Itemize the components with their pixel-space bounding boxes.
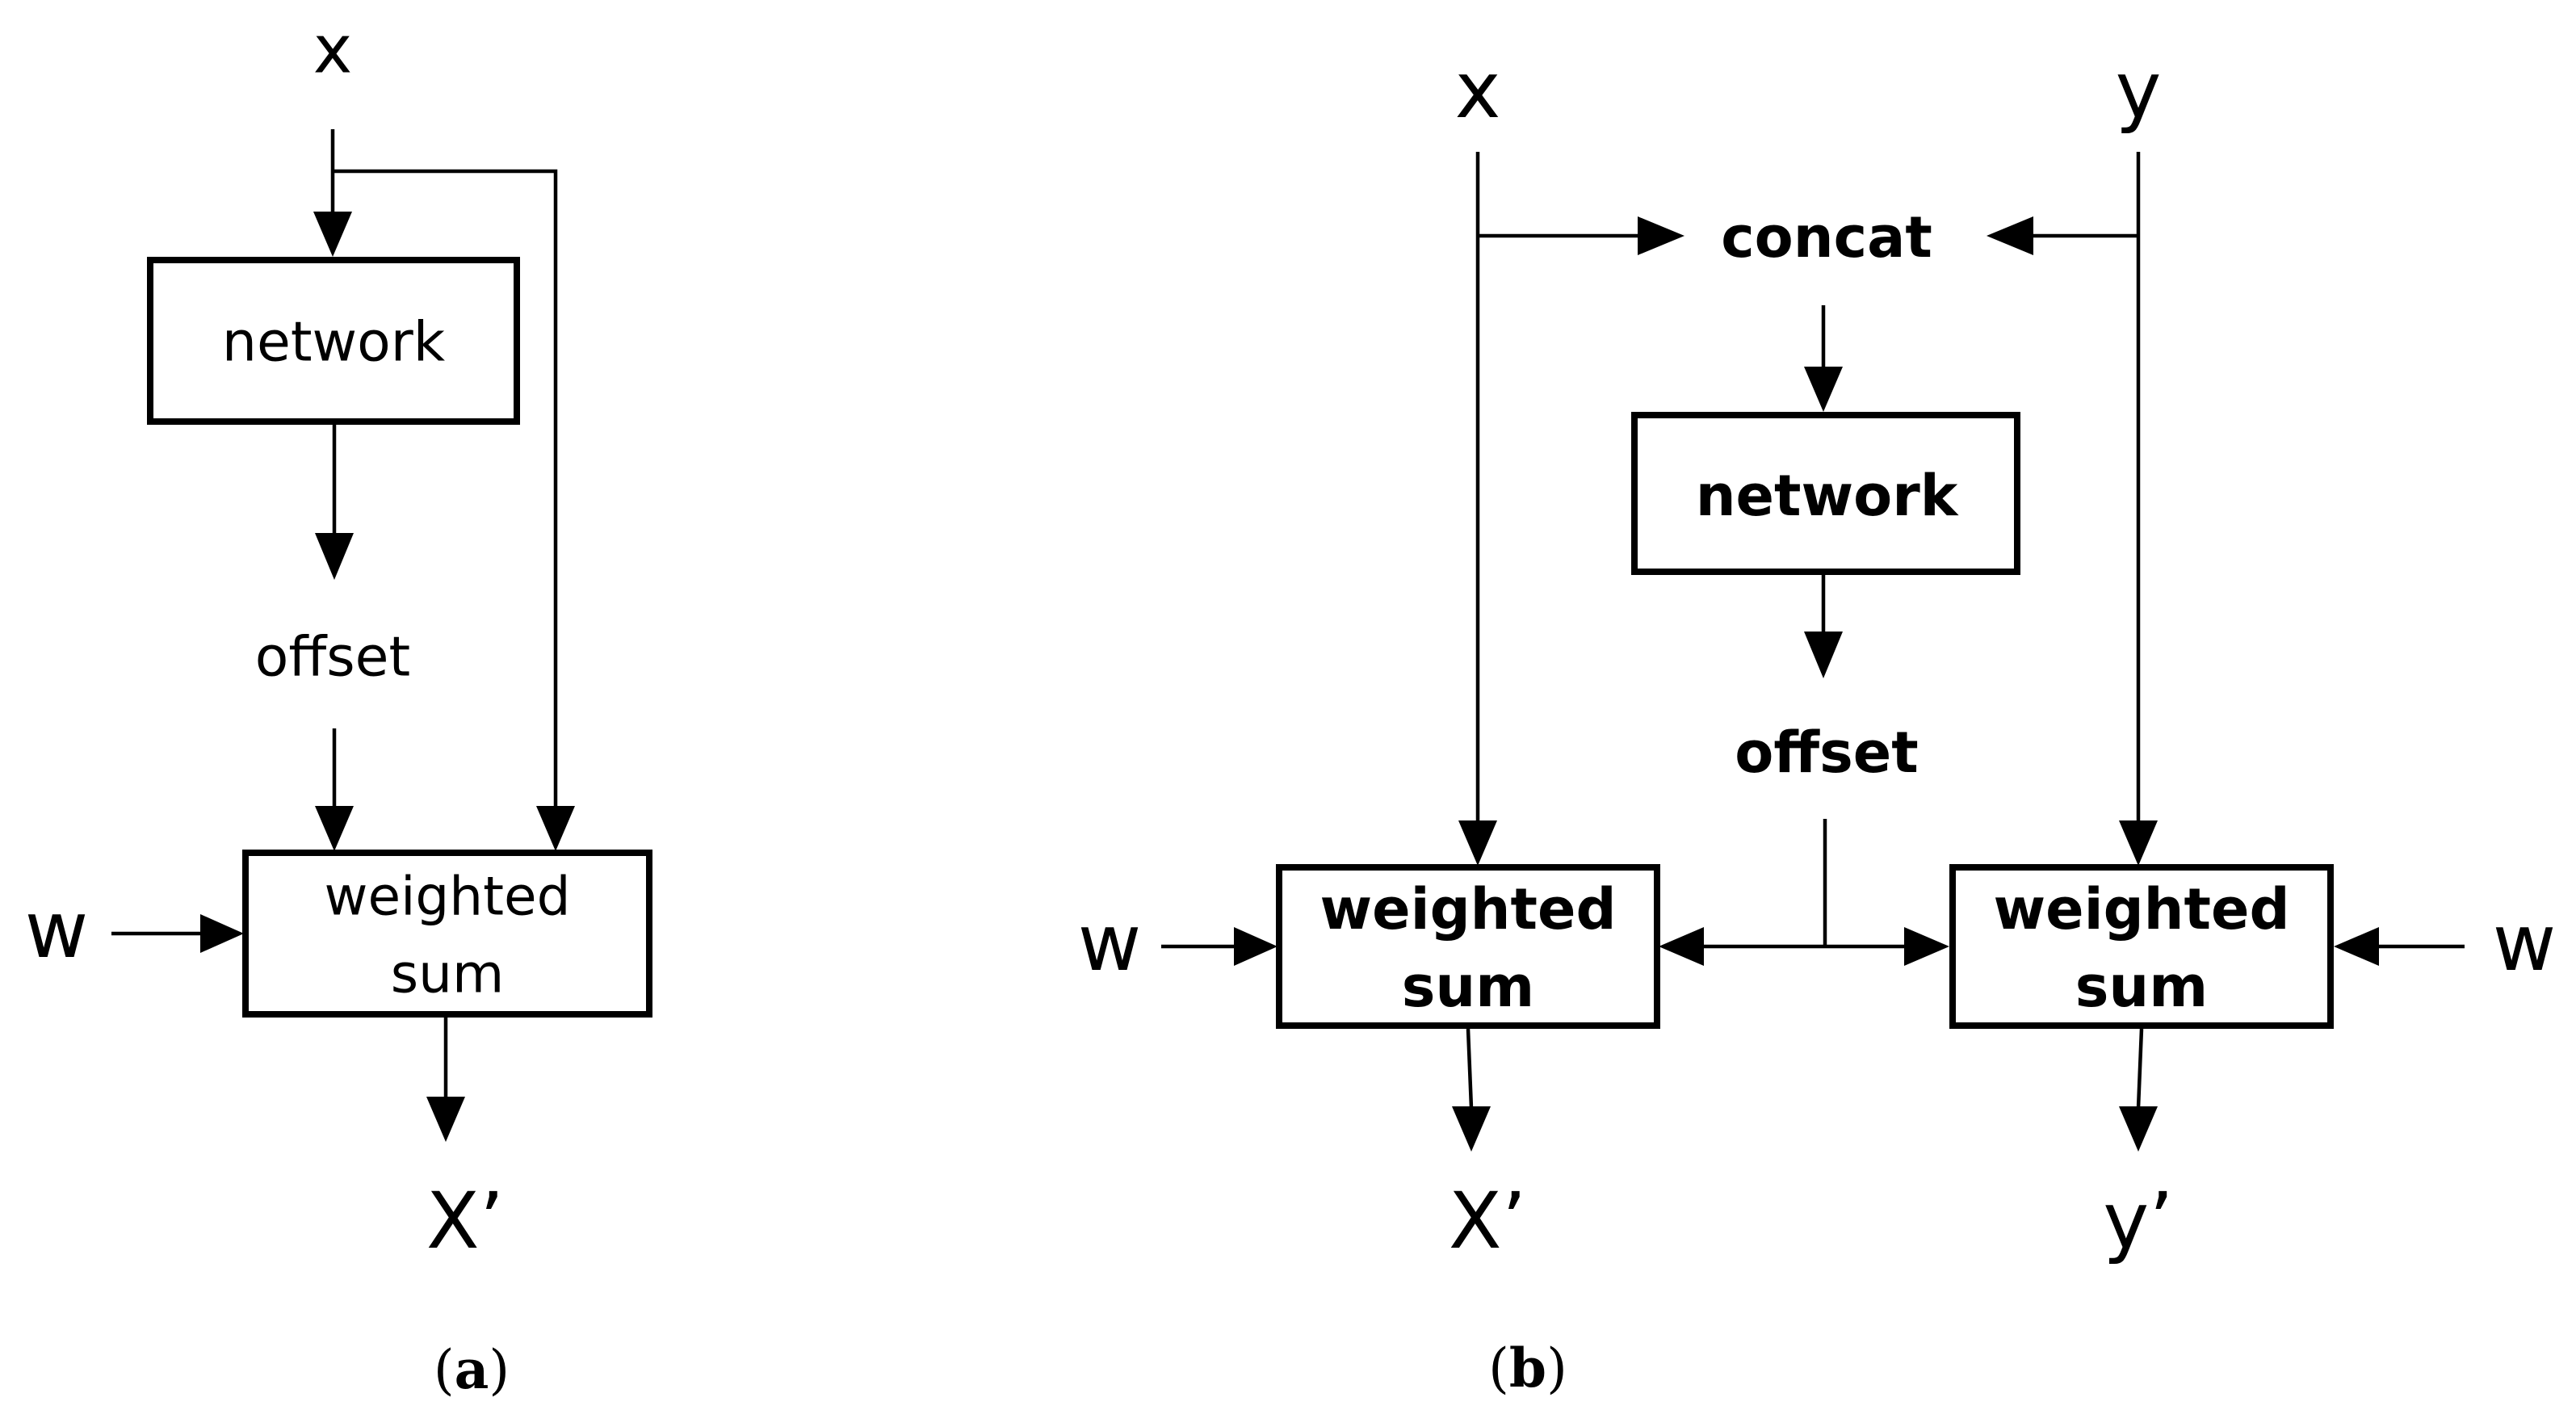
w-left-to-sum-arrowhead bbox=[1234, 927, 1278, 966]
output-x-prime-label: X’ bbox=[426, 1176, 504, 1266]
panel-b: x y concat network offset w bbox=[1078, 45, 2557, 1400]
weight-w-left-label: w bbox=[1078, 898, 1142, 988]
weighted-sum-left-box bbox=[1276, 864, 1660, 1029]
network-to-offset-arrowhead bbox=[1804, 632, 1843, 678]
caption-b: (b) bbox=[1488, 1337, 1567, 1400]
network-label: network bbox=[222, 311, 446, 375]
panel-a: x network offset w weighted sum X’ (a) bbox=[25, 12, 652, 1401]
x-to-concat-arrowhead bbox=[1638, 216, 1684, 255]
network-box bbox=[1631, 412, 2020, 575]
offset-to-right-sum-arrowhead bbox=[1904, 927, 1949, 966]
weight-w-right-label: w bbox=[2493, 898, 2557, 988]
weighted-sum-left-line2: sum bbox=[1402, 954, 1534, 1020]
x-skip-line bbox=[333, 169, 558, 809]
weighted-sum-right-line1: weighted bbox=[1993, 876, 2289, 942]
weighted-sum-line2: sum bbox=[391, 943, 505, 1005]
output-x-prime-label: X’ bbox=[1449, 1176, 1526, 1266]
left-sum-to-output-line bbox=[1466, 1028, 1474, 1109]
weighted-sum-box bbox=[242, 850, 652, 1018]
offset-label: offset bbox=[255, 626, 410, 690]
y-down-arrowhead bbox=[2119, 820, 2158, 866]
caption-a: (a) bbox=[434, 1338, 510, 1401]
weighted-sum-left-line1: weighted bbox=[1319, 876, 1616, 942]
input-x-label: x bbox=[1455, 45, 1501, 136]
weighted-sum-line1: weighted bbox=[324, 866, 570, 928]
w-to-sum-arrowhead bbox=[200, 914, 244, 953]
x-down-arrowhead bbox=[1458, 820, 1497, 866]
input-x-label: x bbox=[313, 12, 353, 89]
x-to-network-arrowhead bbox=[313, 212, 352, 257]
x-skip-arrowhead bbox=[536, 806, 575, 851]
input-y-label: y bbox=[2116, 45, 2162, 136]
right-sum-to-output-arrowhead bbox=[2119, 1106, 2158, 1152]
concat-to-network-arrowhead bbox=[1804, 367, 1843, 412]
weighted-sum-right-box bbox=[1949, 864, 2334, 1029]
w-right-to-sum-arrowhead bbox=[2334, 927, 2379, 966]
offset-to-left-sum-arrowhead bbox=[1659, 927, 1704, 966]
y-to-concat-arrowhead bbox=[1987, 216, 2033, 255]
network-label: network bbox=[1696, 463, 1959, 529]
network-to-offset-arrowhead bbox=[315, 533, 354, 580]
concat-label: concat bbox=[1721, 204, 1932, 271]
sum-to-output-arrowhead bbox=[426, 1097, 465, 1142]
network-box bbox=[147, 257, 520, 425]
left-sum-to-output-arrowhead bbox=[1452, 1106, 1491, 1152]
right-sum-to-output-line bbox=[2136, 1028, 2144, 1109]
offset-label: offset bbox=[1735, 720, 1918, 786]
output-y-prime-label: y’ bbox=[2103, 1176, 2173, 1266]
offset-to-sum-arrowhead bbox=[315, 806, 354, 851]
weight-w-label: w bbox=[25, 885, 89, 976]
weighted-sum-right-line2: sum bbox=[2075, 954, 2208, 1020]
